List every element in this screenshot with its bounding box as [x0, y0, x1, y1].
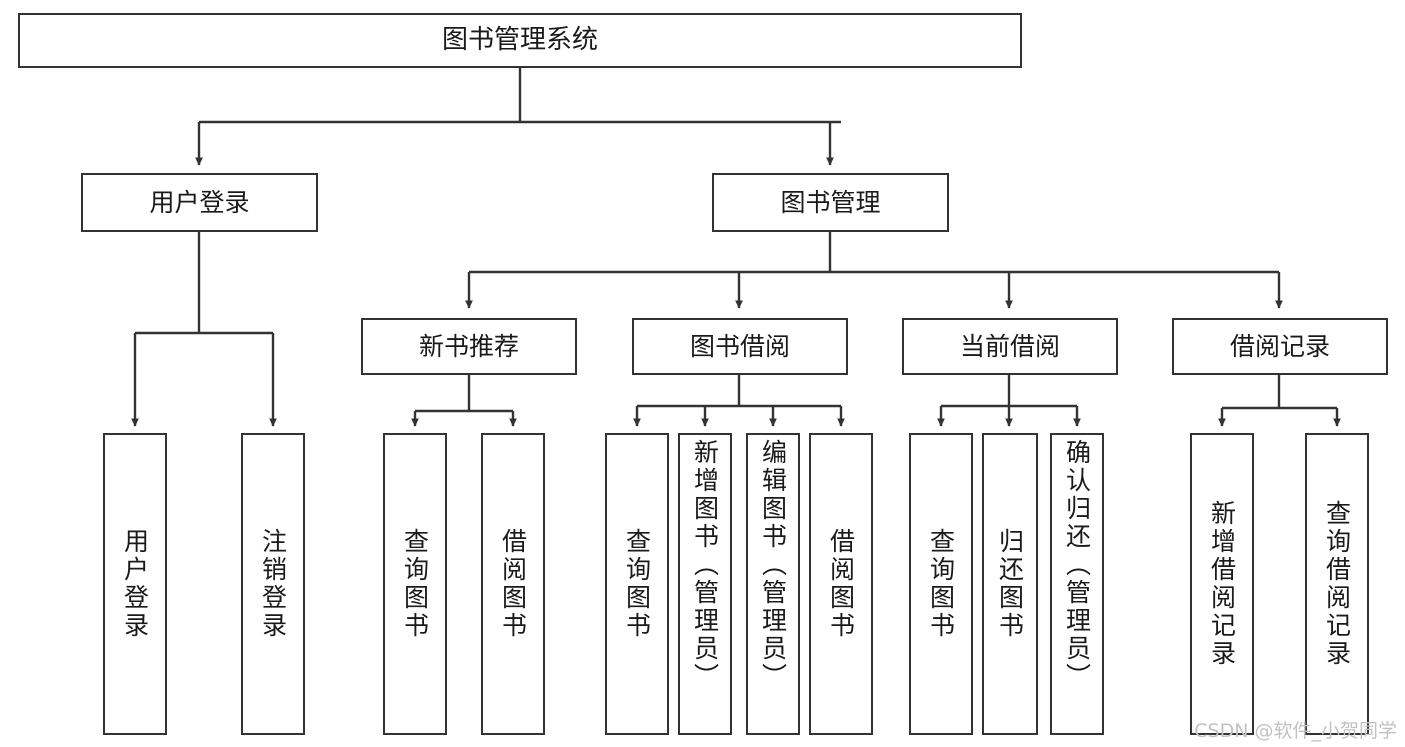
leaf-newbook-query-books[interactable]: 查询图书 — [383, 433, 447, 735]
node-label: 新增借阅记录 — [1207, 500, 1237, 668]
leaf-borrow-borrow-books[interactable]: 借阅图书 — [809, 433, 873, 735]
node-label: 借阅图书 — [826, 528, 856, 640]
node-book-borrowing[interactable]: 图书借阅 — [632, 318, 848, 375]
leaf-user-login[interactable]: 用户登录 — [103, 433, 167, 735]
leaf-logout[interactable]: 注销登录 — [241, 433, 305, 735]
node-borrowing-records[interactable]: 借阅记录 — [1172, 318, 1388, 375]
leaf-current-return-books[interactable]: 归还图书 — [982, 433, 1038, 735]
node-label: 图书管理系统 — [441, 25, 598, 56]
leaf-newbook-borrow-books[interactable]: 借阅图书 — [481, 433, 545, 735]
node-label: 编辑图书（管理员） — [758, 439, 788, 691]
node-label: 用户登录 — [120, 528, 150, 640]
node-label: 用户登录 — [149, 187, 250, 217]
node-book-management[interactable]: 图书管理 — [712, 173, 949, 232]
node-new-book-recommendation[interactable]: 新书推荐 — [361, 318, 577, 375]
csdn-watermark: CSDN @软件_小贺同学 — [1194, 720, 1397, 742]
node-root-book-management-system[interactable]: 图书管理系统 — [18, 13, 1022, 68]
node-label: 借阅记录 — [1229, 331, 1330, 361]
node-user-login[interactable]: 用户登录 — [81, 173, 318, 232]
node-label: 查询图书 — [622, 528, 652, 640]
leaf-records-add-borrow-record[interactable]: 新增借阅记录 — [1190, 433, 1254, 735]
node-label: 查询图书 — [926, 528, 956, 640]
node-label: 归还图书 — [995, 528, 1025, 640]
node-label: 注销登录 — [258, 528, 288, 640]
node-label: 图书管理 — [780, 187, 881, 217]
node-label: 查询借阅记录 — [1322, 500, 1352, 668]
node-current-borrowing[interactable]: 当前借阅 — [902, 318, 1118, 375]
leaf-borrow-add-book-admin[interactable]: 新增图书（管理员） — [678, 433, 732, 735]
leaf-current-query-books[interactable]: 查询图书 — [909, 433, 973, 735]
leaf-current-confirm-return-admin[interactable]: 确认归还（管理员） — [1050, 433, 1104, 735]
node-label: 当前借阅 — [959, 331, 1060, 361]
node-label: 新增图书（管理员） — [690, 439, 720, 691]
node-label: 借阅图书 — [498, 528, 528, 640]
leaf-borrow-edit-book-admin[interactable]: 编辑图书（管理员） — [746, 433, 800, 735]
leaf-borrow-query-books[interactable]: 查询图书 — [605, 433, 669, 735]
node-label: 查询图书 — [400, 528, 430, 640]
node-label: 图书借阅 — [689, 331, 790, 361]
node-label: 新书推荐 — [418, 331, 519, 361]
leaf-records-query-borrow-record[interactable]: 查询借阅记录 — [1305, 433, 1369, 735]
node-label: 确认归还（管理员） — [1062, 439, 1092, 691]
